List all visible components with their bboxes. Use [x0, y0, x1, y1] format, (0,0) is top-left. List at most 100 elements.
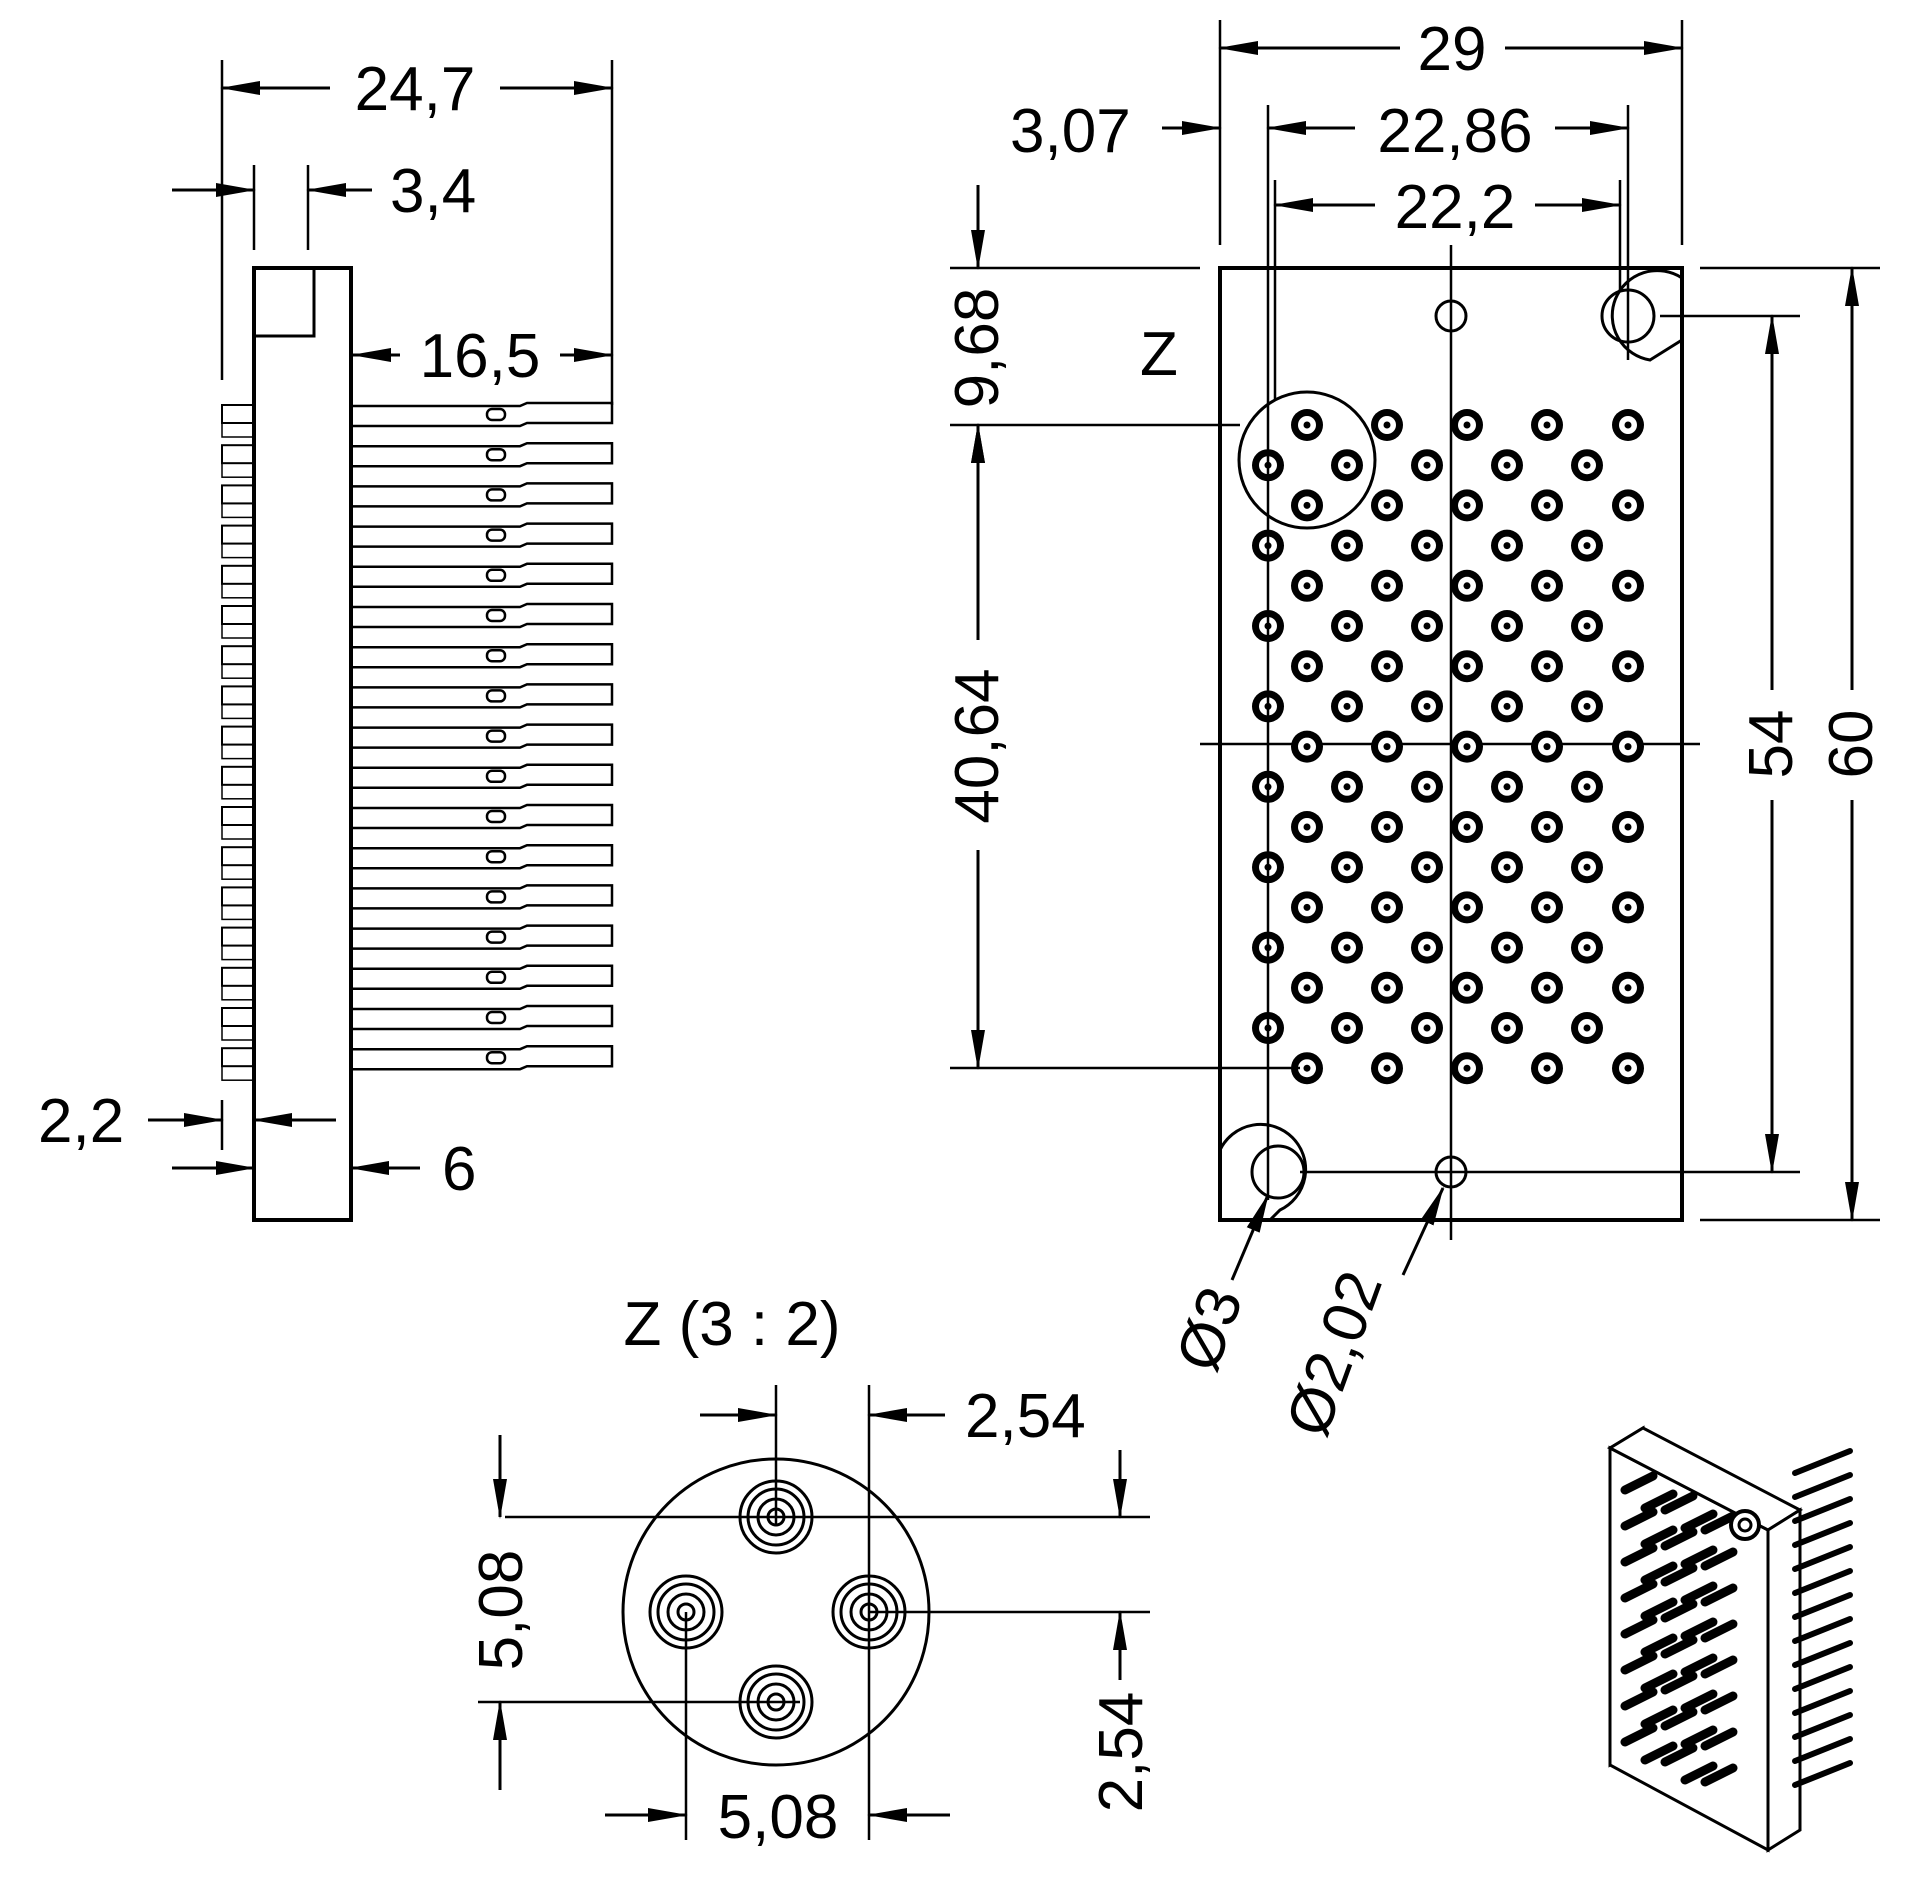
side-pin [221, 763, 614, 800]
side-pin [221, 683, 614, 720]
front-dim-pin-field-height: 40,64 [943, 668, 1012, 823]
contact-pin [1491, 449, 1523, 482]
side-dim-overall-width: 24,7 [355, 55, 476, 124]
contact-pin [1371, 489, 1403, 522]
detail-view: Z (3 : 2) 2,54 5,08 2,54 5,08 [467, 1290, 1156, 1852]
iso-pin [1700, 1547, 1738, 1571]
iso-pin [1700, 1619, 1738, 1643]
contact-pin [1411, 770, 1443, 803]
contact-pin [1411, 931, 1443, 964]
contact-pin [1612, 891, 1644, 924]
detail-z-circle [1237, 390, 1377, 530]
iso-pin [1700, 1691, 1738, 1715]
contact-pin [1571, 931, 1603, 964]
iso-pin [1680, 1545, 1718, 1569]
contact-pin [1491, 1012, 1523, 1044]
contact-pin [1531, 730, 1563, 763]
contact-pin [1491, 610, 1523, 642]
iso-pin [1660, 1491, 1698, 1515]
contact-pin [1291, 650, 1323, 683]
front-dim-hole-vertical: 54 [1737, 710, 1806, 779]
contact-pin [1371, 650, 1403, 683]
contact-pin [1571, 851, 1603, 884]
contact-pin [1331, 449, 1363, 482]
contact-pin [1531, 811, 1563, 843]
side-pin [221, 723, 614, 760]
detail-pins [648, 1479, 907, 1740]
contact-pin [1612, 971, 1644, 1004]
side-pin [221, 522, 614, 559]
contact-pin [1612, 650, 1644, 683]
iso-tail-pin [1792, 1736, 1853, 1764]
contact-pin [1331, 690, 1363, 723]
iso-tail-pin [1792, 1496, 1853, 1524]
iso-pin [1640, 1525, 1678, 1549]
iso-pin [1620, 1543, 1658, 1567]
iso-pin [1660, 1743, 1698, 1767]
contact-pin [1411, 529, 1443, 562]
iso-pin [1640, 1489, 1678, 1513]
contact-pin [1491, 529, 1523, 562]
contact-pin [1531, 409, 1563, 441]
iso-pin [1680, 1653, 1718, 1677]
bottom-left-ear [1218, 1122, 1308, 1222]
iso-pin [1660, 1671, 1698, 1695]
front-dim-hole-spacing: 22,2 [1395, 173, 1516, 242]
iso-pins [1620, 1448, 1853, 1788]
side-dim-flange: 3,4 [390, 157, 476, 226]
contact-pin [1531, 650, 1563, 683]
contact-pin [1531, 569, 1563, 602]
side-pin [221, 602, 614, 639]
contact-pin [1571, 610, 1603, 642]
iso-tail-pin [1792, 1520, 1853, 1548]
contact-pin [1571, 1012, 1603, 1044]
iso-pin [1680, 1689, 1718, 1713]
contact-pin [1491, 851, 1523, 884]
iso-tail-pin [1792, 1664, 1853, 1692]
contact-pin [1411, 690, 1443, 723]
contact-pin [1291, 489, 1323, 522]
contact-pin [1451, 569, 1483, 602]
iso-pin [1700, 1763, 1738, 1787]
contact-pin [1612, 569, 1644, 602]
iso-pin [1660, 1707, 1698, 1731]
front-dim-hole-small: Ø2,02 [1273, 1262, 1396, 1444]
iso-pin [1640, 1669, 1678, 1693]
iso-tail-pin [1792, 1472, 1853, 1500]
front-dim-pitch-outer: 22,86 [1377, 97, 1532, 166]
iso-pin [1640, 1741, 1678, 1765]
contact-pin [1571, 449, 1603, 482]
contact-pin [1491, 770, 1523, 803]
contact-pin [1451, 489, 1483, 522]
iso-tail-pin [1792, 1640, 1853, 1668]
iso-pin [1640, 1633, 1678, 1657]
top-right-ear [1610, 269, 1683, 362]
side-pin [221, 964, 614, 1001]
contact-pin [1571, 690, 1603, 723]
iso-pin [1660, 1635, 1698, 1659]
iso-pin [1700, 1727, 1738, 1751]
contact-pin [1451, 811, 1483, 843]
contact-pin [1331, 931, 1363, 964]
contact-pin [1612, 489, 1644, 522]
iso-pin [1680, 1725, 1718, 1749]
iso-pin [1700, 1583, 1738, 1607]
contact-pin [1331, 770, 1363, 803]
iso-pin [1700, 1511, 1738, 1535]
contact-pin [1491, 690, 1523, 723]
iso-pin [1680, 1617, 1718, 1641]
front-dim-edge-offset: 3,07 [1010, 97, 1131, 166]
iso-pin [1620, 1651, 1658, 1675]
iso-pin [1620, 1471, 1658, 1495]
side-dim-pin-length: 16,5 [420, 322, 541, 391]
detail-z-marker: Z [1140, 320, 1178, 389]
contact-pin [1371, 409, 1403, 441]
side-pin [221, 562, 614, 599]
contact-pin [1571, 529, 1603, 562]
contact-pin [1371, 569, 1403, 602]
contact-pin [1291, 409, 1323, 441]
contact-pin [1371, 891, 1403, 924]
contact-pin [1451, 650, 1483, 683]
iso-pin [1620, 1687, 1658, 1711]
